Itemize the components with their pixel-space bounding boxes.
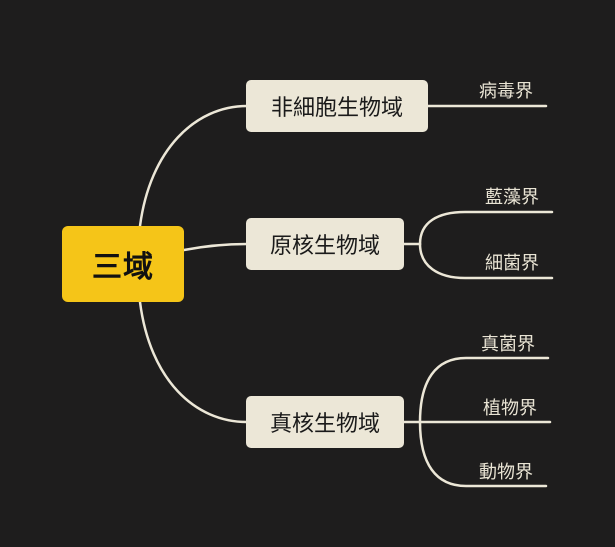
root-node[interactable]: 三域 xyxy=(62,226,184,302)
connector-prokaryote-to-cyanobacteria xyxy=(418,210,554,246)
connector-root-to-non-cellular xyxy=(138,104,249,228)
connector-root-to-prokaryote xyxy=(182,242,249,252)
connector-prokaryote-to-bacteria xyxy=(418,242,554,280)
domain-label: 真核生物域 xyxy=(269,412,380,437)
leaf-node-cyanobacteria[interactable]: 藍藻界 xyxy=(485,187,539,208)
domain-node-non-cellular[interactable]: 非細胞生物域 xyxy=(246,80,428,132)
leaf-node-bacteria[interactable]: 細菌界 xyxy=(485,253,539,274)
domain-label: 非細胞生物域 xyxy=(270,96,403,121)
root-label: 三域 xyxy=(92,250,154,285)
domain-node-prokaryote[interactable]: 原核生物域 xyxy=(246,218,404,270)
connector-eukaryote-to-fungi xyxy=(418,356,550,424)
leaf-node-animals[interactable]: 動物界 xyxy=(479,462,533,483)
domain-node-eukaryote[interactable]: 真核生物域 xyxy=(246,396,404,448)
domain-label: 原核生物域 xyxy=(269,234,380,259)
leaf-node-virus[interactable]: 病毒界 xyxy=(479,81,533,102)
leaf-node-plants[interactable]: 植物界 xyxy=(483,398,537,419)
connector-eukaryote-to-animals xyxy=(418,420,548,488)
connector-root-to-eukaryote xyxy=(138,300,249,424)
leaf-node-fungi[interactable]: 真菌界 xyxy=(481,334,535,355)
